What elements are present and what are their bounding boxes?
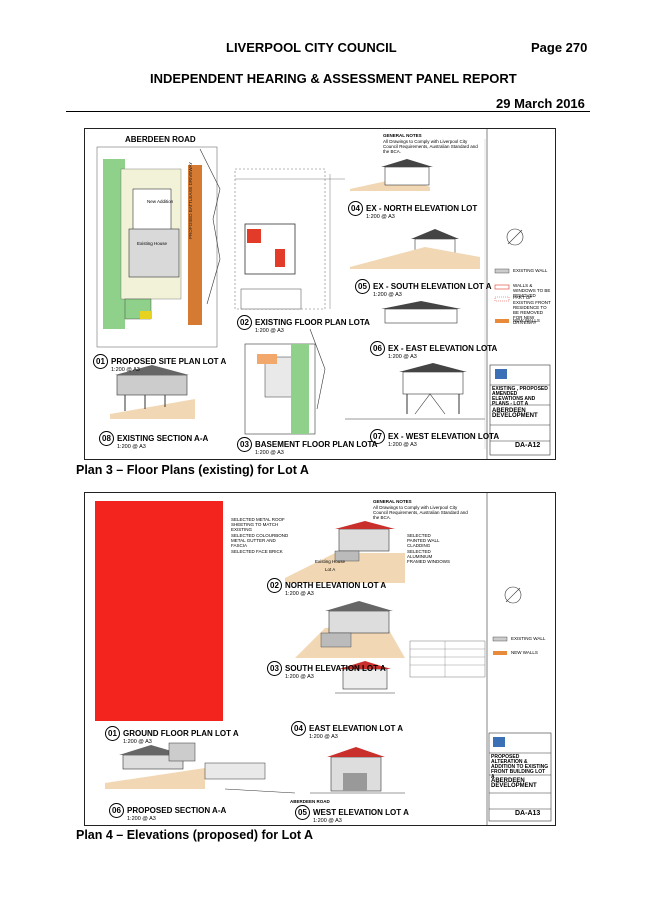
report-date: 29 March 2016: [496, 96, 585, 111]
plan3-site-label-driveway: PROPOSED BATTLEAXE DRIVEWAY: [188, 161, 193, 239]
plan4-note-cladding: SELECTED PAINTED WALL CLADDING: [407, 533, 440, 548]
plan4-drawing: GENERAL NOTES All Drawings to Comply wit…: [84, 492, 556, 826]
plan3-legend-existing-wall: EXISTING WALL: [513, 268, 548, 273]
plan4-legend-existing-wall: EXISTING WALL: [511, 636, 546, 641]
plan4-note-gutter: SELECTED COLOURBOND METAL GUTTER AND FAS…: [231, 533, 289, 548]
plan4-note-brick: SELECTED FACE BRICK: [231, 549, 283, 554]
plan4-note-windows: SELECTED ALUMINIUM FRAMED WINDOWS: [407, 549, 450, 564]
plan4-caption: Plan 4 – Elevations (proposed) for Lot A: [76, 828, 314, 842]
plan3-legend-new-walls: NEW WALLS: [513, 318, 540, 323]
page-number: Page 270: [531, 40, 588, 55]
plan4-note-lot-a: Lot A: [325, 567, 336, 572]
plan3-road-label: ABERDEEN ROAD: [125, 135, 196, 144]
plan3-caption: Plan 3 – Floor Plans (existing) for Lot …: [76, 463, 309, 477]
plan4-note-road: ABERDEEN ROAD: [290, 799, 330, 804]
plan3-title-block-drawing: EXISTING , PROPOSED AMENDED ELEVATIONS A…: [492, 386, 548, 407]
plan4-sheet: [95, 493, 552, 825]
plan3-sheet: [96, 129, 551, 459]
plan4-general-notes: GENERAL NOTES: [373, 499, 412, 504]
plan4-title-block-drawing: PROPOSED ALTERATION & ADDITION TO EXISTI…: [491, 754, 549, 780]
header-rule: [66, 111, 590, 112]
plan4-title-block-project: ABERDEEN DEVELOPMENT: [491, 778, 537, 789]
plan3-notes-text: All Drawings to Comply with Liverpool Ci…: [383, 139, 478, 154]
plan3-legend-part-removed: PART OF EXISTING FRONT RESIDENCE TO BE R…: [513, 295, 551, 325]
plan4-note-existing-house: Existing House: [315, 559, 346, 564]
plan3-drawing: ABERDEEN ROAD GENERAL NOTES All Drawings…: [84, 128, 556, 460]
council-name: LIVERPOOL CITY COUNCIL: [226, 40, 397, 55]
plan4-legend-new-walls: NEW WALLS: [511, 650, 538, 655]
plan3-title-block-project: ABERDEEN DEVELOPMENT: [492, 408, 538, 419]
plan4-notes-text: All Drawings to Comply with Liverpool Ci…: [373, 505, 468, 520]
plan3-site-label-new-addition: New Addition: [147, 199, 174, 204]
plan3-site-label-existing-house: Existing House: [137, 241, 168, 246]
plan4-note-roof: SELECTED METAL ROOF SHEETING TO MATCH EX…: [231, 517, 285, 532]
plan3-general-notes: GENERAL NOTES: [383, 133, 422, 138]
plan3-legend-walls-removed: WALLS & WINDOWS TO BE REMOVED: [513, 283, 551, 298]
plan4-title-block-sheet: DA-A13: [515, 810, 541, 817]
report-title: INDEPENDENT HEARING & ASSESSMENT PANEL R…: [150, 71, 517, 86]
plan3-title-block-sheet: DA-A12: [515, 442, 541, 449]
